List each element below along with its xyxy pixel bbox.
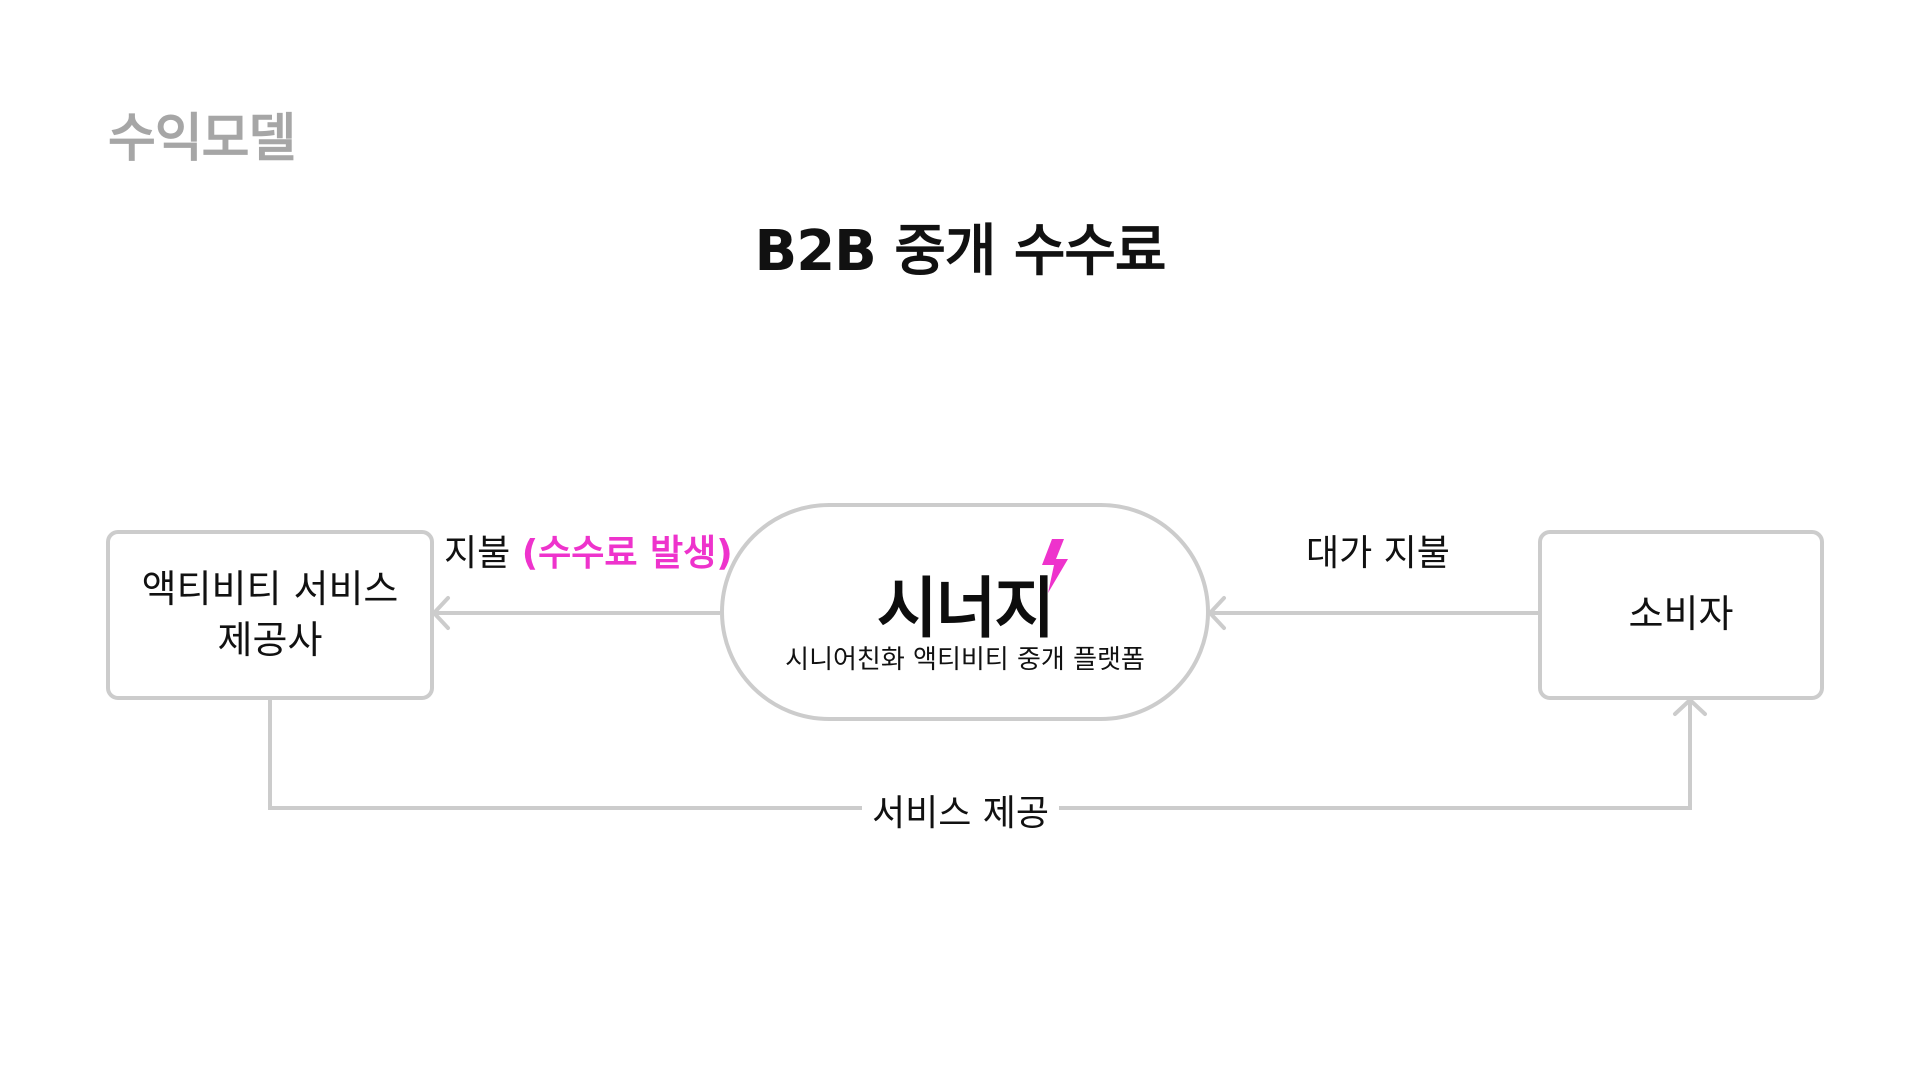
payment-label-text: 지불 [444, 533, 511, 574]
platform-logo: 시너지 [876, 570, 1055, 647]
provider-label-line1: 액티비티 서비스 [141, 566, 399, 611]
provider-label-line2: 제공사 [217, 618, 323, 662]
lightning-icon [1042, 539, 1068, 593]
fee-highlight: (수수료 발생) [521, 533, 733, 574]
section-label: 수익모델 [108, 109, 296, 169]
consumer-label: 소비자 [1628, 592, 1734, 637]
payment-label-consumer: 대가 지불 [1306, 533, 1450, 574]
platform-hub: 시너지 시니어친화 액티비티 중개 플랫폼 [720, 503, 1210, 721]
provider-box: 액티비티 서비스 제공사 [106, 530, 434, 700]
arrowhead-consumer [1673, 698, 1707, 716]
service-label: 서비스 제공 [862, 784, 1060, 836]
provider-label: 액티비티 서비스 제공사 [140, 564, 400, 667]
arrowhead-provider [432, 596, 450, 630]
consumer-box: 소비자 [1538, 530, 1824, 700]
slide-title: B2B 중개 수수료 [754, 219, 1167, 284]
platform-subtitle: 시니어친화 액티비티 중개 플랫폼 [785, 645, 1145, 675]
payment-label-provider: 지불 (수수료 발생) [444, 524, 733, 576]
arrowhead-hub [1208, 596, 1226, 630]
